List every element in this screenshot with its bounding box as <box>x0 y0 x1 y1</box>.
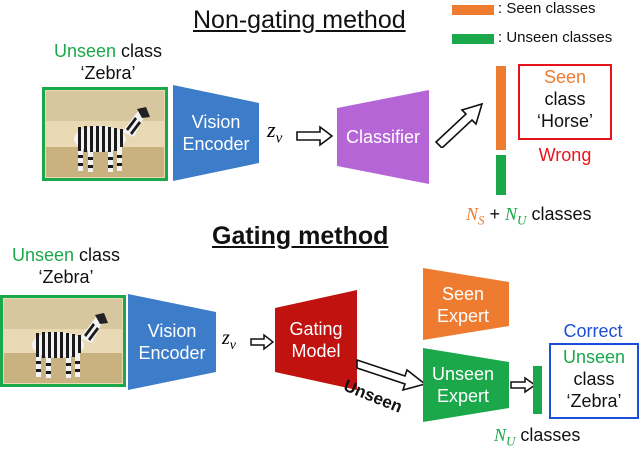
bottom-classes-word: classes <box>515 425 581 445</box>
bottom-encoder-line2: Encoder <box>138 343 206 363</box>
top-ns-sub: S <box>478 212 485 228</box>
bottom-z-symbol: z <box>222 327 230 349</box>
hollow-arrow-icon <box>510 376 536 394</box>
bottom-result-line1: Unseen <box>562 347 626 367</box>
bottom-encoder-line1: Vision <box>147 321 197 341</box>
gating-line2: Model <box>291 341 341 361</box>
classifier-block <box>337 90 429 184</box>
zebra-photo <box>0 295 126 387</box>
gating-label: Gating Model <box>275 318 357 362</box>
seen-expert-block <box>423 268 509 340</box>
zebra-photo <box>42 87 168 181</box>
hollow-arrow-icon <box>356 358 427 392</box>
gating-line1: Gating <box>289 319 343 339</box>
bottom-verdict: Correct <box>563 321 623 341</box>
bottom-input-word: Unseen <box>11 245 75 265</box>
legend-seen-swatch <box>452 5 494 15</box>
unseen-expert-block <box>423 348 509 422</box>
top-nu-sub: U <box>517 212 527 228</box>
seen-expert-label: Seen Expert <box>423 283 503 327</box>
top-result-box <box>518 64 612 140</box>
unseen-expert-label: Unseen Expert <box>423 363 503 407</box>
legend-unseen-swatch <box>452 34 494 44</box>
bottom-zebra-image <box>0 295 126 387</box>
top-zebra-image <box>42 87 168 181</box>
bottom-unseen-bar <box>533 366 542 414</box>
bottom-class-count: NU classes <box>494 425 580 450</box>
top-plus: + <box>484 204 506 224</box>
top-encoder-label: Vision Encoder <box>173 111 259 155</box>
bottom-result-box <box>549 343 639 419</box>
top-nu: N <box>505 204 518 224</box>
gating-model-block <box>275 290 357 390</box>
top-ns: N <box>466 204 479 224</box>
top-encoder-line2: Encoder <box>182 134 250 154</box>
seen-expert-line1: Seen <box>441 284 485 304</box>
legend-seen-label: : Seen classes <box>498 0 596 17</box>
top-verdict: Wrong <box>538 145 592 165</box>
bottom-z-sub: v <box>229 338 237 353</box>
top-result-line1: Seen <box>543 67 587 87</box>
unseen-expert-line1: Unseen <box>431 364 495 384</box>
title-non-gating: Non-gating method <box>193 6 406 34</box>
bottom-input-name: ‘Zebra’ <box>38 267 94 287</box>
bottom-z-v: zv <box>222 327 236 354</box>
bottom-input-class: class <box>74 245 121 265</box>
bottom-result-line3: ‘Zebra’ <box>566 391 622 411</box>
top-unseen-bar <box>496 155 506 195</box>
unseen-expert-line2: Expert <box>436 386 490 406</box>
bottom-encoder-label: Vision Encoder <box>128 320 216 364</box>
bottom-nu: N <box>494 425 507 445</box>
top-z-symbol: z <box>267 117 276 142</box>
title-gating: Gating method <box>212 222 389 250</box>
top-encoder-line1: Vision <box>191 112 241 132</box>
top-classes-word: classes <box>526 204 592 224</box>
bottom-result-line2: class <box>573 369 615 389</box>
top-input-class: class <box>116 41 163 61</box>
top-result-line3: ‘Horse’ <box>536 111 593 131</box>
top-z-v: zv <box>267 117 282 147</box>
top-vision-encoder <box>173 85 259 181</box>
legend-unseen-label: : Unseen classes <box>498 29 613 46</box>
top-input-name: ‘Zebra’ <box>80 63 136 83</box>
hollow-arrow-icon <box>296 125 334 147</box>
bottom-result-text: Unseen class ‘Zebra’ <box>549 346 639 412</box>
seen-expert-line2: Expert <box>436 306 490 326</box>
top-input-word: Unseen <box>53 41 117 61</box>
bottom-nu-sub: U <box>506 433 516 449</box>
hollow-arrow-icon <box>250 333 274 351</box>
bottom-input-label: Unseen class ‘Zebra’ <box>0 244 132 288</box>
top-input-label: Unseen class ‘Zebra’ <box>38 40 178 84</box>
top-result-line2: class <box>544 89 586 109</box>
hollow-arrow-icon <box>434 102 484 148</box>
top-result-text: Seen class ‘Horse’ <box>518 66 612 132</box>
top-class-count: NS + NU classes <box>466 204 591 229</box>
bottom-vision-encoder <box>128 294 216 390</box>
top-z-sub: v <box>275 130 283 147</box>
top-seen-bar <box>496 66 506 150</box>
classifier-label: Classifier <box>345 127 420 147</box>
